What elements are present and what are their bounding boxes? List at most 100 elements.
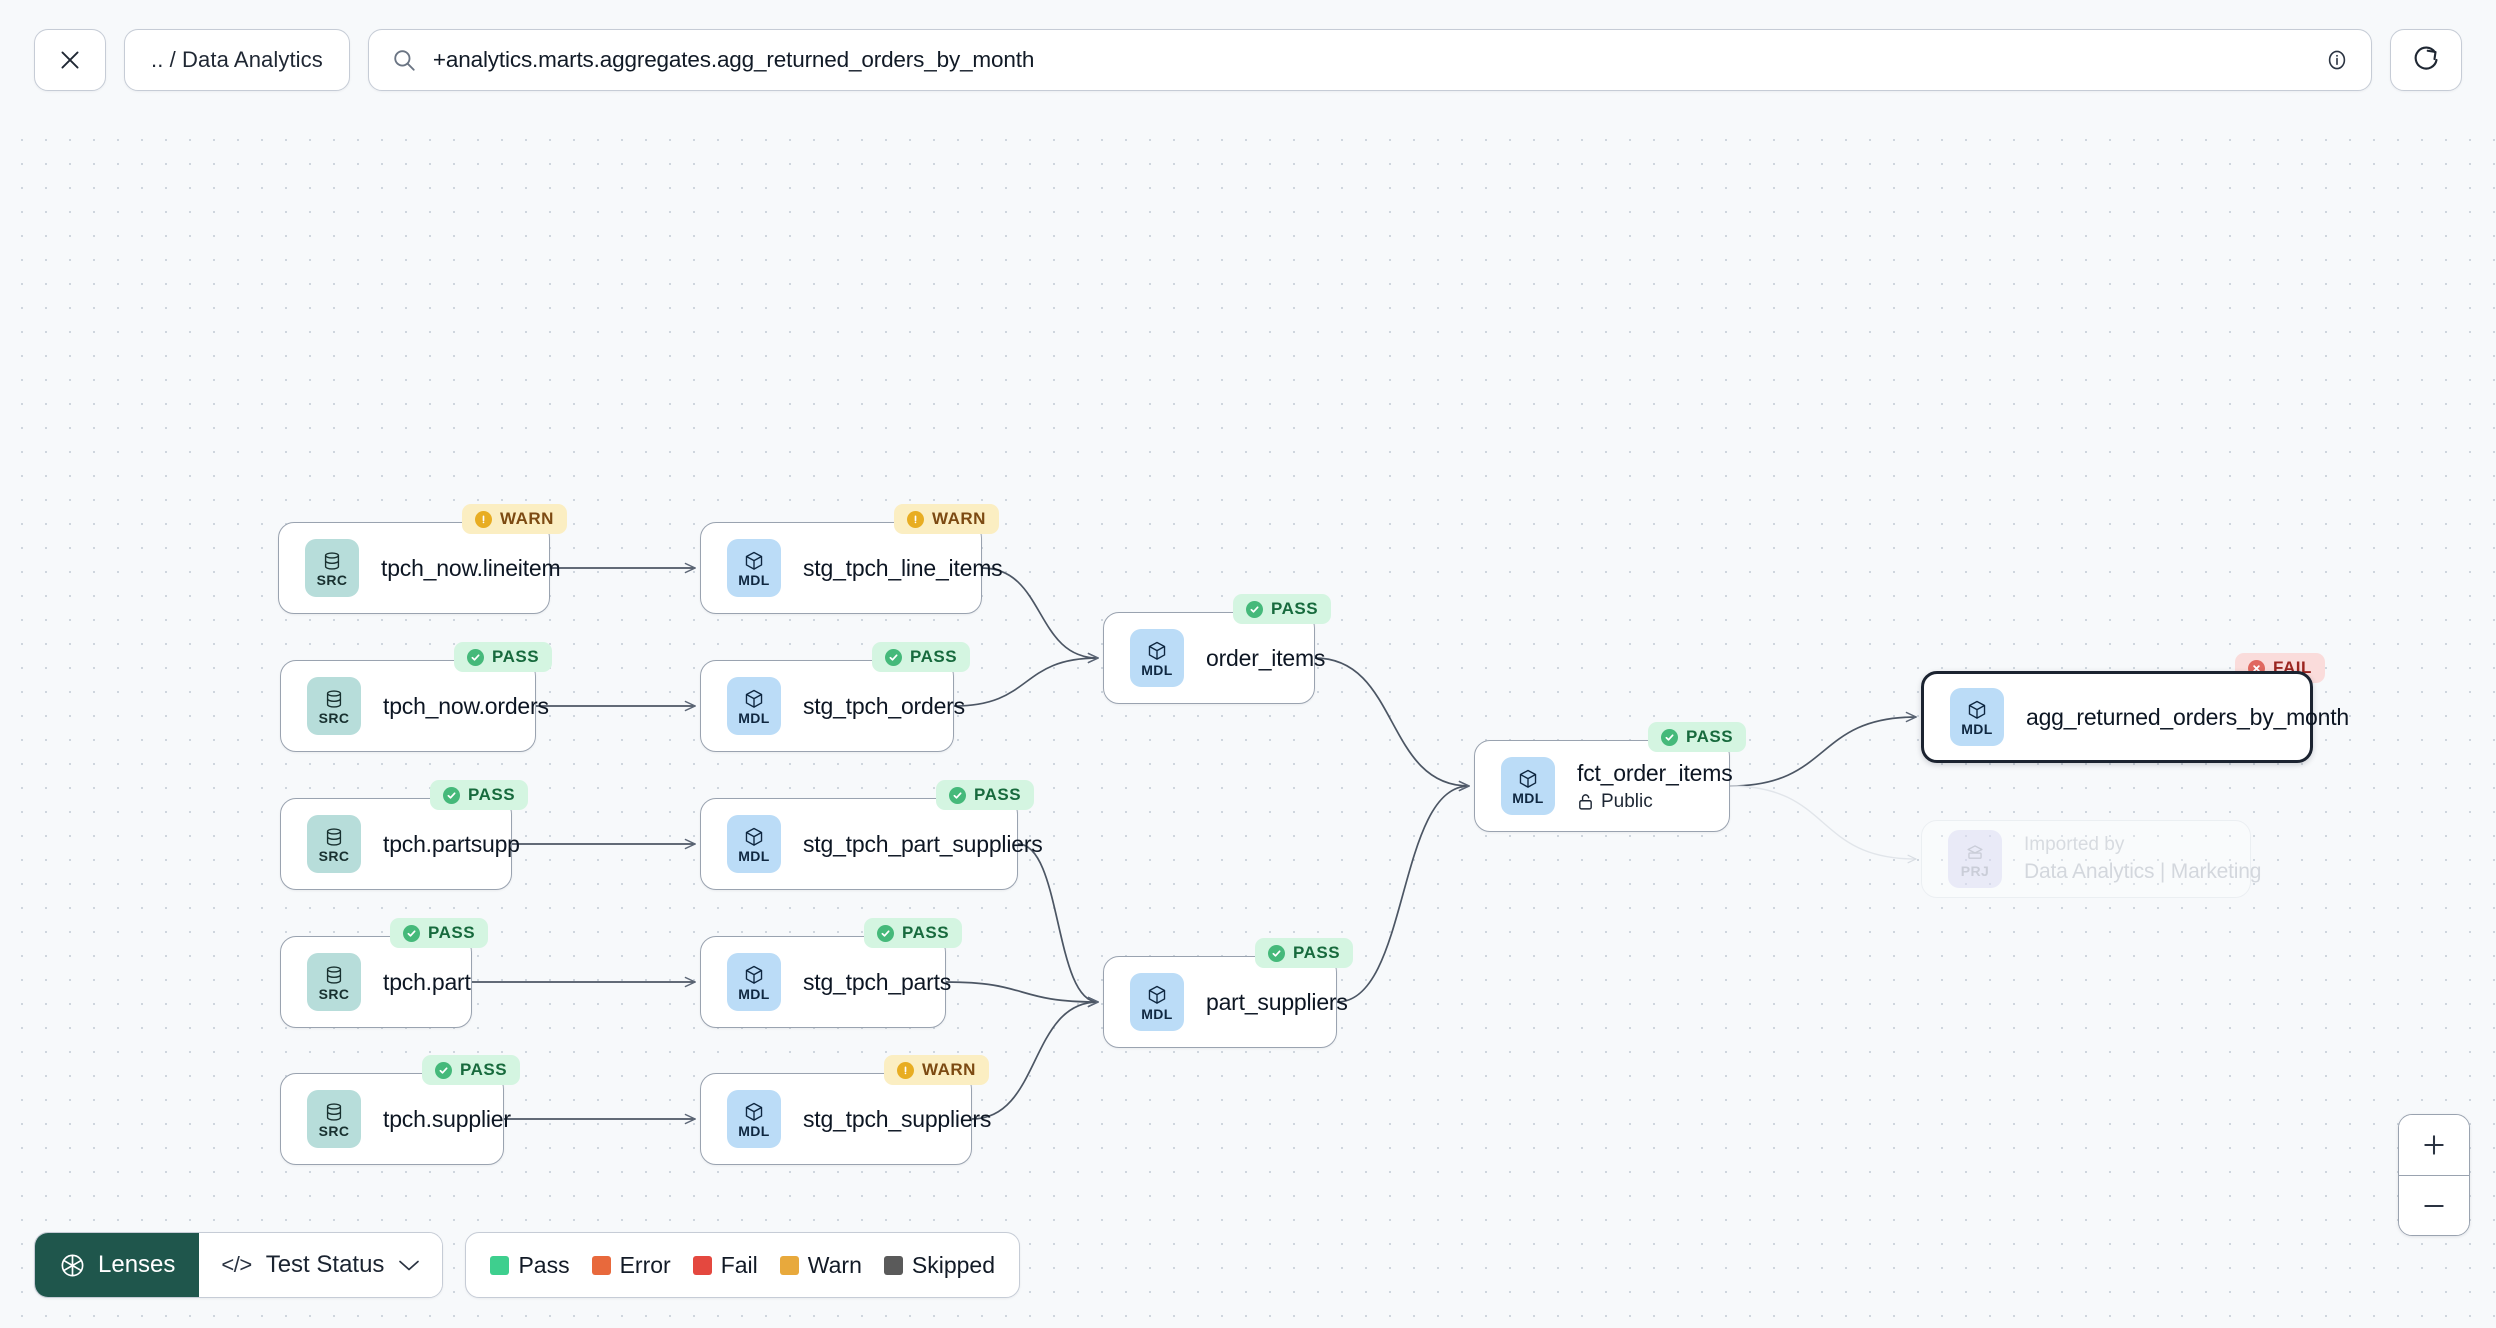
status-dot <box>877 924 894 942</box>
database-icon <box>326 689 342 708</box>
x-icon <box>2253 664 2260 672</box>
node-order_items[interactable]: MDL order_items <box>1103 612 1326 704</box>
edge-part_suppliers-to-fct_order_items <box>1336 786 1469 1003</box>
node-tpch_now_orders[interactable]: SRC tpch_now.orders <box>280 660 549 752</box>
cube-icon <box>745 827 763 846</box>
legend-item-skipped[interactable]: Skipped <box>883 1252 995 1279</box>
chevron-down-icon <box>398 1259 420 1272</box>
node-tpch_partsupp[interactable]: SRC tpch.partsupp <box>280 798 520 890</box>
test-status-label: Test Status <box>265 1251 385 1278</box>
node-type-label: MDL <box>738 847 770 864</box>
node-type-badge: SRC <box>305 539 359 597</box>
close-icon <box>61 51 79 69</box>
exclamation-icon <box>904 1066 907 1074</box>
status-dot <box>897 1061 914 1079</box>
legend-label: Error <box>619 1251 671 1278</box>
node-text: tpch.part <box>383 968 471 996</box>
exclamation-icon <box>482 515 485 523</box>
node-stg_tpch_line_items[interactable]: MDL stg_tpch_line_items <box>700 522 1003 614</box>
zoom-out-button[interactable] <box>2399 1175 2469 1235</box>
node-tpch_now_lineitem[interactable]: SRC tpch_now.lineitem <box>278 522 561 614</box>
node-part_suppliers[interactable]: MDL part_suppliers <box>1103 956 1348 1048</box>
node-type-label: MDL <box>738 571 770 588</box>
status-dot <box>403 924 420 942</box>
legend-item-error[interactable]: Error <box>591 1251 671 1279</box>
cube-icon <box>745 1102 763 1121</box>
check-icon <box>881 929 890 937</box>
node-visibility: Public <box>1577 791 1703 813</box>
legend-label: Warn <box>807 1251 862 1278</box>
search-bar[interactable]: +analytics.marts.aggregates.agg_returned… <box>367 29 2372 91</box>
status-legend: Pass Error Fail Warn Skipped <box>465 1232 1020 1298</box>
cube-icon <box>1968 700 1986 719</box>
status-badge-tpch_supplier: PASS <box>422 1055 521 1085</box>
node-type-label: SRC <box>318 985 350 1002</box>
status-dot <box>435 1061 452 1079</box>
node-tpch_supplier[interactable]: SRC tpch.supplier <box>280 1073 511 1165</box>
node-visibility-label: Public <box>1601 790 1653 812</box>
breadcrumb-button[interactable]: .. / Data Analytics <box>124 29 350 91</box>
node-kicker: Imported by <box>2024 834 2125 855</box>
status-badge-tpch_partsupp: PASS <box>430 780 529 810</box>
edge-stg_tpch_parts-to-part_suppliers <box>945 981 1098 1002</box>
edge-fct_order_items-to-imported_by_project <box>1729 785 1916 859</box>
node-stg_tpch_orders[interactable]: MDL stg_tpch_orders <box>700 660 965 752</box>
node-title: order_items <box>1206 644 1326 671</box>
node-type-badge: MDL <box>727 677 781 735</box>
node-type-badge: SRC <box>307 1090 361 1148</box>
node-type-label: SRC <box>318 1122 350 1139</box>
check-icon <box>1272 949 1281 957</box>
status-label: PASS <box>492 647 540 666</box>
status-dot <box>475 510 492 528</box>
legend-label: Pass <box>518 1251 570 1278</box>
node-title: fct_order_items <box>1577 759 1733 786</box>
node-stg_tpch_parts[interactable]: MDL stg_tpch_parts <box>700 936 951 1028</box>
node-title: stg_tpch_suppliers <box>803 1105 992 1132</box>
status-label: PASS <box>902 923 950 942</box>
legend-swatch <box>692 1255 712 1275</box>
status-label: PASS <box>1686 727 1734 746</box>
node-agg_returned_orders_by_month[interactable]: MDL agg_returned_orders_by_month <box>1921 671 2349 763</box>
status-label: WARN <box>500 509 554 528</box>
search-input[interactable]: +analytics.marts.aggregates.agg_returned… <box>432 47 1035 72</box>
check-icon <box>1665 733 1674 741</box>
test-status-dropdown[interactable]: </> Test Status <box>199 1233 443 1297</box>
refresh-button[interactable] <box>2390 29 2462 91</box>
cube-icon <box>745 965 763 984</box>
node-title: tpch.part <box>383 968 471 995</box>
node-stg_tpch_suppliers[interactable]: MDL stg_tpch_suppliers <box>700 1073 992 1165</box>
zoom-in-button[interactable] <box>2399 1115 2469 1175</box>
node-tpch_part[interactable]: SRC tpch.part <box>280 936 472 1028</box>
node-stg_tpch_part_suppliers[interactable]: MDL stg_tpch_part_suppliers <box>700 798 1043 890</box>
node-title: stg_tpch_line_items <box>803 554 1003 581</box>
status-badge-stg_tpch_part_suppliers: PASS <box>936 780 1035 810</box>
lineage-canvas[interactable]: SRC tpch_now.lineitem WARN SRC tpch_now.… <box>0 120 2496 1328</box>
code-icon: </> <box>221 1252 252 1277</box>
node-type-label: MDL <box>738 709 770 726</box>
edge-stg_tpch_part_suppliers-to-part_suppliers <box>1017 843 1098 1002</box>
node-text: stg_tpch_suppliers <box>803 1105 992 1133</box>
legend-item-fail[interactable]: Fail <box>692 1252 758 1279</box>
info-icon[interactable] <box>2325 48 2349 72</box>
node-text: order_items <box>1206 644 1326 672</box>
status-label: PASS <box>468 785 516 804</box>
status-label: WARN <box>932 509 986 528</box>
zoom-controls <box>2398 1114 2470 1236</box>
lenses-button[interactable]: Lenses <box>35 1233 200 1297</box>
check-icon <box>471 653 480 661</box>
aperture-icon <box>61 1254 84 1276</box>
close-button[interactable] <box>34 29 106 91</box>
plus-icon <box>2424 1135 2444 1155</box>
check-icon <box>953 791 962 799</box>
bottom-toolbar: Lenses </> Test Status Pass Error Fail W… <box>34 1232 1020 1298</box>
check-icon <box>1250 605 1259 613</box>
node-fct_order_items[interactable]: MDL fct_order_items Public <box>1474 740 1733 832</box>
node-type-badge: MDL <box>1950 688 2004 746</box>
legend-item-warn[interactable]: Warn <box>779 1251 862 1279</box>
status-label: PASS <box>1293 943 1341 962</box>
cube-icon <box>1148 985 1166 1004</box>
legend-item-pass[interactable]: Pass <box>490 1251 570 1279</box>
status-label: PASS <box>1271 599 1319 618</box>
check-icon <box>447 791 456 799</box>
